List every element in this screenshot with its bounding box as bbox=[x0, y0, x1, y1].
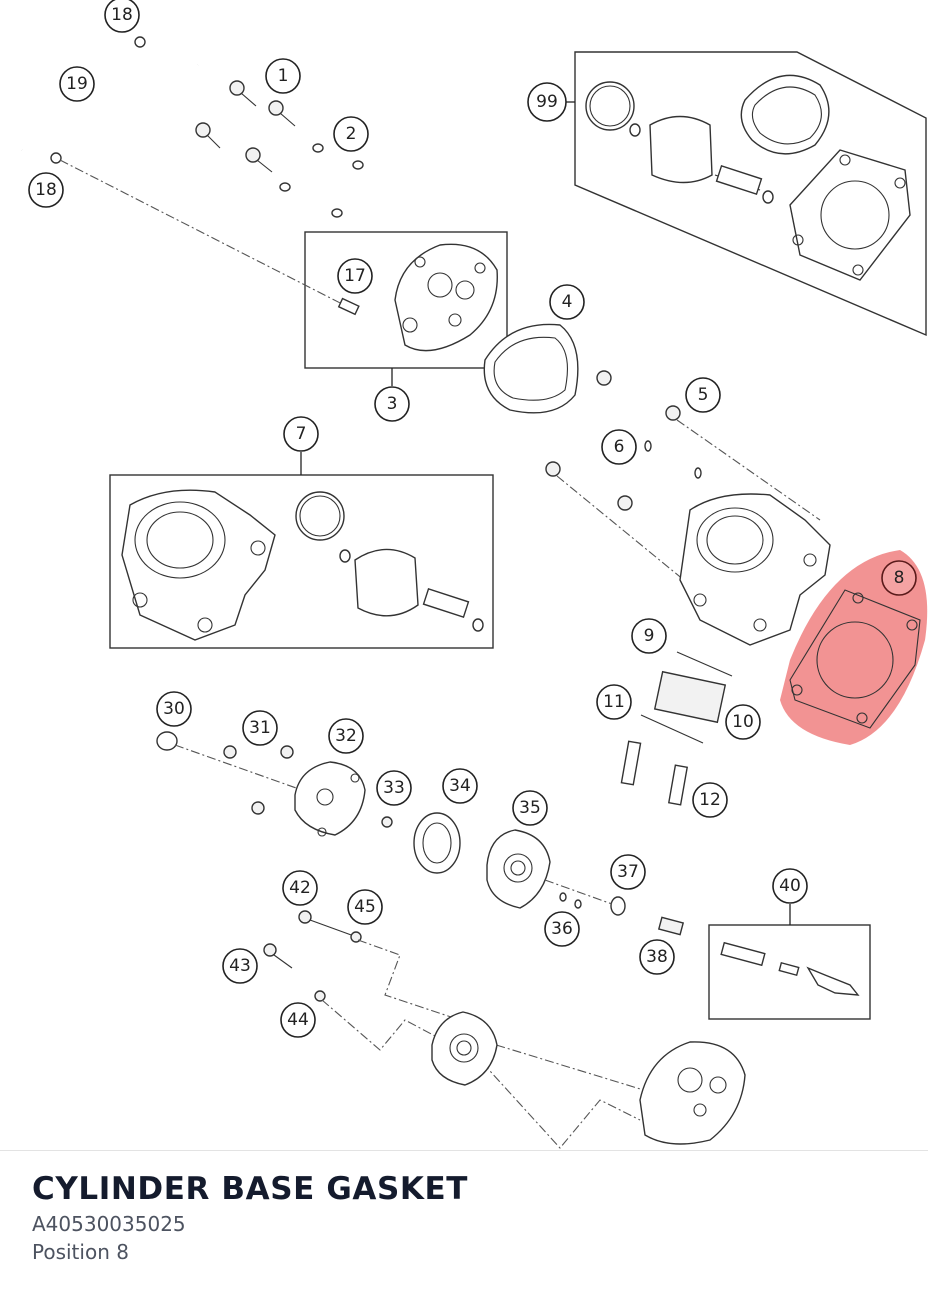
kit-40-contents bbox=[720, 941, 860, 996]
kit-3-box bbox=[304, 231, 508, 369]
callout-30[interactable]: 30 bbox=[156, 691, 192, 727]
callout-11[interactable]: 11 bbox=[596, 684, 632, 720]
svg-text:7: 7 bbox=[296, 424, 307, 444]
callout-43[interactable]: 43 bbox=[222, 948, 258, 984]
callout-18-left[interactable]: 18 bbox=[28, 172, 64, 208]
svg-text:2: 2 bbox=[346, 124, 357, 144]
svg-text:44: 44 bbox=[287, 1010, 309, 1030]
svg-text:36: 36 bbox=[551, 919, 573, 939]
callout-12[interactable]: 12 bbox=[692, 782, 728, 818]
parts-30-38 bbox=[156, 731, 685, 936]
svg-text:9: 9 bbox=[644, 626, 655, 646]
callout-37[interactable]: 37 bbox=[610, 854, 646, 890]
svg-text:35: 35 bbox=[519, 798, 541, 818]
callout-9[interactable]: 9 bbox=[631, 618, 667, 654]
parts-9-12 bbox=[620, 651, 733, 806]
parts-42-45 bbox=[263, 910, 746, 1149]
callout-8[interactable]: 8 bbox=[881, 560, 917, 596]
svg-text:34: 34 bbox=[449, 776, 471, 796]
callout-1[interactable]: 1 bbox=[265, 58, 301, 94]
svg-text:1: 1 bbox=[278, 66, 289, 86]
svg-text:11: 11 bbox=[603, 692, 625, 712]
callout-6[interactable]: 6 bbox=[601, 429, 637, 465]
callout-2[interactable]: 2 bbox=[333, 116, 369, 152]
bolts-1 bbox=[195, 80, 296, 173]
cylinder-base-gasket-8 bbox=[780, 550, 928, 745]
kit-7-contents bbox=[121, 489, 484, 641]
callout-7[interactable]: 7 bbox=[283, 416, 319, 452]
exploded-parts-diagram: 18 19 1 2 99 18 17 4 3 5 6 7 8 9 11 10 1… bbox=[13, 0, 928, 1149]
svg-text:42: 42 bbox=[289, 878, 311, 898]
svg-text:6: 6 bbox=[614, 437, 625, 457]
callout-34[interactable]: 34 bbox=[442, 768, 478, 804]
callout-36[interactable]: 36 bbox=[544, 911, 580, 947]
svg-text:12: 12 bbox=[699, 790, 721, 810]
callout-44[interactable]: 44 bbox=[280, 1002, 316, 1038]
svg-text:8: 8 bbox=[894, 568, 905, 588]
kit-99-contents bbox=[585, 74, 911, 281]
svg-text:4: 4 bbox=[562, 292, 573, 312]
callout-5[interactable]: 5 bbox=[685, 377, 721, 413]
callout-17[interactable]: 17 bbox=[337, 258, 373, 294]
callout-10[interactable]: 10 bbox=[725, 704, 761, 740]
svg-text:18: 18 bbox=[111, 5, 133, 25]
svg-text:33: 33 bbox=[383, 778, 405, 798]
head-gasket-4 bbox=[483, 323, 579, 414]
part-number: A40530035025 bbox=[32, 1212, 186, 1236]
callout-33[interactable]: 33 bbox=[376, 770, 412, 806]
svg-text:19: 19 bbox=[66, 74, 88, 94]
highlight-halo bbox=[780, 550, 928, 745]
svg-text:17: 17 bbox=[344, 266, 366, 286]
nuts-5-6 bbox=[545, 370, 702, 511]
svg-text:31: 31 bbox=[249, 718, 271, 738]
callout-99[interactable]: 99 bbox=[527, 82, 567, 122]
callout-19[interactable]: 19 bbox=[59, 66, 95, 102]
callout-18-top[interactable]: 18 bbox=[104, 0, 140, 33]
svg-text:30: 30 bbox=[163, 699, 185, 719]
part-position: Position 8 bbox=[32, 1240, 129, 1264]
part-info-panel: CYLINDER BASE GASKET A40530035025 Positi… bbox=[0, 1150, 928, 1291]
callout-45[interactable]: 45 bbox=[347, 889, 383, 925]
cylinder-head-17 bbox=[337, 243, 498, 352]
svg-text:45: 45 bbox=[354, 897, 376, 917]
svg-text:43: 43 bbox=[229, 956, 251, 976]
callout-31[interactable]: 31 bbox=[242, 710, 278, 746]
svg-text:5: 5 bbox=[698, 385, 709, 405]
svg-text:38: 38 bbox=[646, 947, 668, 967]
svg-text:32: 32 bbox=[335, 726, 357, 746]
kit-99-box bbox=[574, 51, 927, 337]
svg-text:10: 10 bbox=[732, 712, 754, 732]
svg-text:18: 18 bbox=[35, 180, 57, 200]
washers-2 bbox=[279, 143, 364, 218]
svg-text:40: 40 bbox=[779, 876, 801, 896]
callout-3[interactable]: 3 bbox=[374, 386, 410, 422]
part-title: CYLINDER BASE GASKET bbox=[32, 1171, 469, 1207]
callout-42[interactable]: 42 bbox=[282, 870, 318, 906]
callout-35[interactable]: 35 bbox=[512, 790, 548, 826]
callout-38[interactable]: 38 bbox=[639, 939, 675, 975]
callout-4[interactable]: 4 bbox=[549, 284, 585, 320]
svg-text:37: 37 bbox=[617, 862, 639, 882]
svg-text:3: 3 bbox=[387, 394, 398, 414]
svg-text:99: 99 bbox=[536, 92, 558, 112]
cylinder bbox=[679, 493, 831, 646]
callout-40[interactable]: 40 bbox=[772, 868, 808, 904]
callout-32[interactable]: 32 bbox=[328, 718, 364, 754]
